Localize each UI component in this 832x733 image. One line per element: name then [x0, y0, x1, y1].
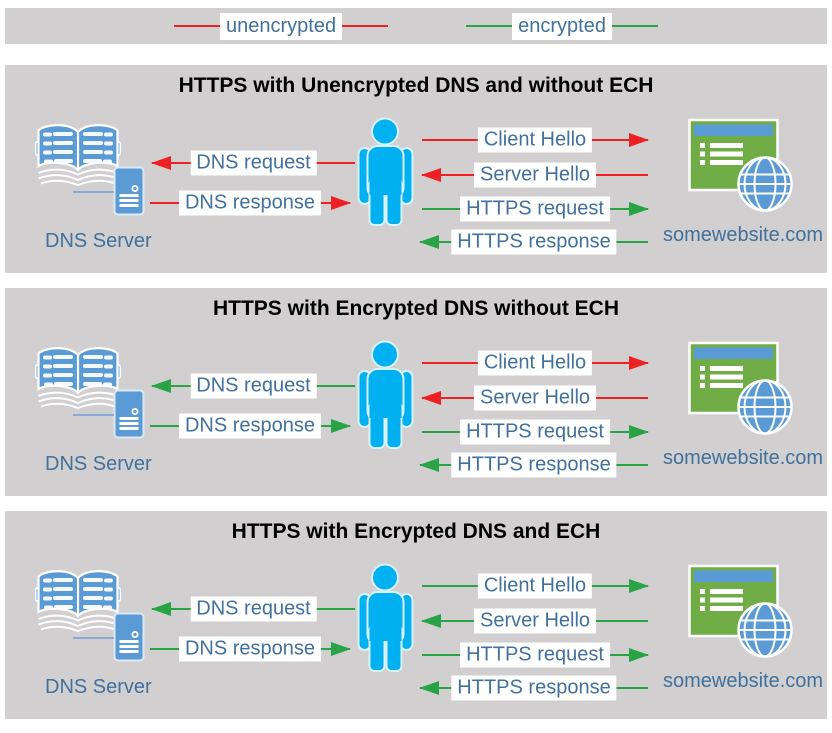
- client-hello-label: Client Hello: [477, 127, 593, 153]
- legend-item-unencrypted: unencrypted: [174, 12, 389, 40]
- encrypted-line: [466, 25, 513, 27]
- arrow-head-left-icon: [419, 235, 439, 249]
- unencrypted-line: [342, 25, 389, 27]
- legend-label-encrypted: encrypted: [512, 12, 612, 40]
- dns-response-arrow: DNS response: [150, 190, 351, 216]
- arrow-head-left-icon: [419, 458, 439, 472]
- open-book-icon: [35, 124, 121, 187]
- https-response-label: HTTPS response: [451, 675, 617, 701]
- arrow-head-left-icon: [421, 168, 441, 182]
- website-window-icon: [688, 564, 793, 658]
- panel-title: HTTPS with Encrypted DNS without ECH: [212, 297, 619, 320]
- scenario-panel: HTTPS with Encrypted DNS without ECH: [5, 288, 827, 496]
- dns-server-label: DNS Server: [45, 453, 152, 475]
- arrow-head-left-icon: [151, 156, 171, 170]
- server-hello-arrow: Server Hello: [421, 385, 648, 411]
- globe-icon: [737, 156, 793, 212]
- globe-icon: [737, 602, 793, 658]
- client-hello-label: Client Hello: [477, 573, 593, 599]
- https-request-label: HTTPS request: [460, 642, 610, 668]
- website-window-icon: [688, 118, 793, 212]
- dns-response-label: DNS response: [178, 636, 322, 662]
- legend-label-unencrypted: unencrypted: [220, 12, 343, 40]
- server-hello-arrow: Server Hello: [421, 608, 648, 634]
- https-response-label: HTTPS response: [451, 452, 617, 478]
- dns-server-label: DNS Server: [45, 676, 152, 698]
- website-label: somewebsite.com: [663, 447, 824, 469]
- arrow-head-right-icon: [331, 419, 351, 433]
- panel-title: HTTPS with Unencrypted DNS and without E…: [178, 74, 654, 97]
- https-request-arrow: HTTPS request: [422, 196, 649, 222]
- arrow-head-left-icon: [151, 602, 171, 616]
- server-hello-label: Server Hello: [473, 162, 597, 188]
- https-request-label: HTTPS request: [460, 196, 610, 222]
- window-title-bar: [694, 124, 773, 136]
- arrow-head-right-icon: [629, 425, 649, 439]
- person-icon: [357, 340, 414, 449]
- arrow-head-right-icon: [331, 196, 351, 210]
- arrow-head-right-icon: [629, 648, 649, 662]
- book-server-connector: [73, 637, 114, 639]
- https-request-label: HTTPS request: [460, 419, 610, 445]
- scenario-panel: HTTPS with Encrypted DNS and ECH: [5, 511, 827, 719]
- dns-request-arrow: DNS request: [151, 373, 355, 399]
- dns-response-label: DNS response: [178, 413, 322, 439]
- encrypted-line: [611, 25, 658, 27]
- dns-response-label: DNS response: [178, 190, 322, 216]
- person-icon: [357, 563, 414, 672]
- dns-request-label: DNS request: [190, 596, 317, 622]
- server-hello-label: Server Hello: [473, 385, 597, 411]
- https-request-arrow: HTTPS request: [422, 419, 649, 445]
- https-response-arrow: HTTPS response: [419, 675, 648, 701]
- dns-request-label: DNS request: [190, 150, 317, 176]
- legend-bar: unencrypted encrypted: [5, 8, 827, 44]
- dns-response-arrow: DNS response: [150, 636, 351, 662]
- https-response-arrow: HTTPS response: [419, 452, 648, 478]
- open-book-icon: [35, 570, 121, 633]
- arrow-head-right-icon: [629, 356, 649, 370]
- website-label: somewebsite.com: [663, 670, 824, 692]
- client-hello-arrow: Client Hello: [422, 127, 649, 153]
- scenario-panel: HTTPS with Unencrypted DNS and without E…: [5, 65, 827, 273]
- arrow-head-left-icon: [419, 681, 439, 695]
- website-window-icon: [688, 341, 793, 435]
- website-label: somewebsite.com: [663, 224, 824, 246]
- client-hello-label: Client Hello: [477, 350, 593, 376]
- window-title-bar: [694, 570, 773, 582]
- dns-server-tower-icon: [113, 389, 145, 439]
- dns-request-arrow: DNS request: [151, 596, 355, 622]
- server-hello-label: Server Hello: [473, 608, 597, 634]
- panel-title: HTTPS with Encrypted DNS and ECH: [231, 520, 601, 543]
- window-title-bar: [694, 347, 773, 359]
- arrow-head-right-icon: [629, 579, 649, 593]
- dns-response-arrow: DNS response: [150, 413, 351, 439]
- arrow-head-right-icon: [629, 133, 649, 147]
- book-server-connector: [73, 414, 114, 416]
- open-book-icon: [35, 347, 121, 410]
- dns-request-arrow: DNS request: [151, 150, 355, 176]
- dns-server-tower-icon: [113, 612, 145, 662]
- https-response-arrow: HTTPS response: [419, 229, 648, 255]
- arrow-head-right-icon: [629, 202, 649, 216]
- unencrypted-line: [174, 25, 221, 27]
- book-server-connector: [73, 191, 114, 193]
- client-hello-arrow: Client Hello: [422, 350, 649, 376]
- https-response-label: HTTPS response: [451, 229, 617, 255]
- dns-request-label: DNS request: [190, 373, 317, 399]
- arrow-head-right-icon: [331, 642, 351, 656]
- arrow-head-left-icon: [421, 391, 441, 405]
- globe-icon: [737, 379, 793, 435]
- legend-item-encrypted: encrypted: [466, 12, 658, 40]
- arrow-head-left-icon: [151, 379, 171, 393]
- arrow-head-left-icon: [421, 614, 441, 628]
- dns-server-label: DNS Server: [45, 230, 152, 252]
- server-hello-arrow: Server Hello: [421, 162, 648, 188]
- person-icon: [357, 117, 414, 226]
- https-request-arrow: HTTPS request: [422, 642, 649, 668]
- dns-server-tower-icon: [113, 166, 145, 216]
- client-hello-arrow: Client Hello: [422, 573, 649, 599]
